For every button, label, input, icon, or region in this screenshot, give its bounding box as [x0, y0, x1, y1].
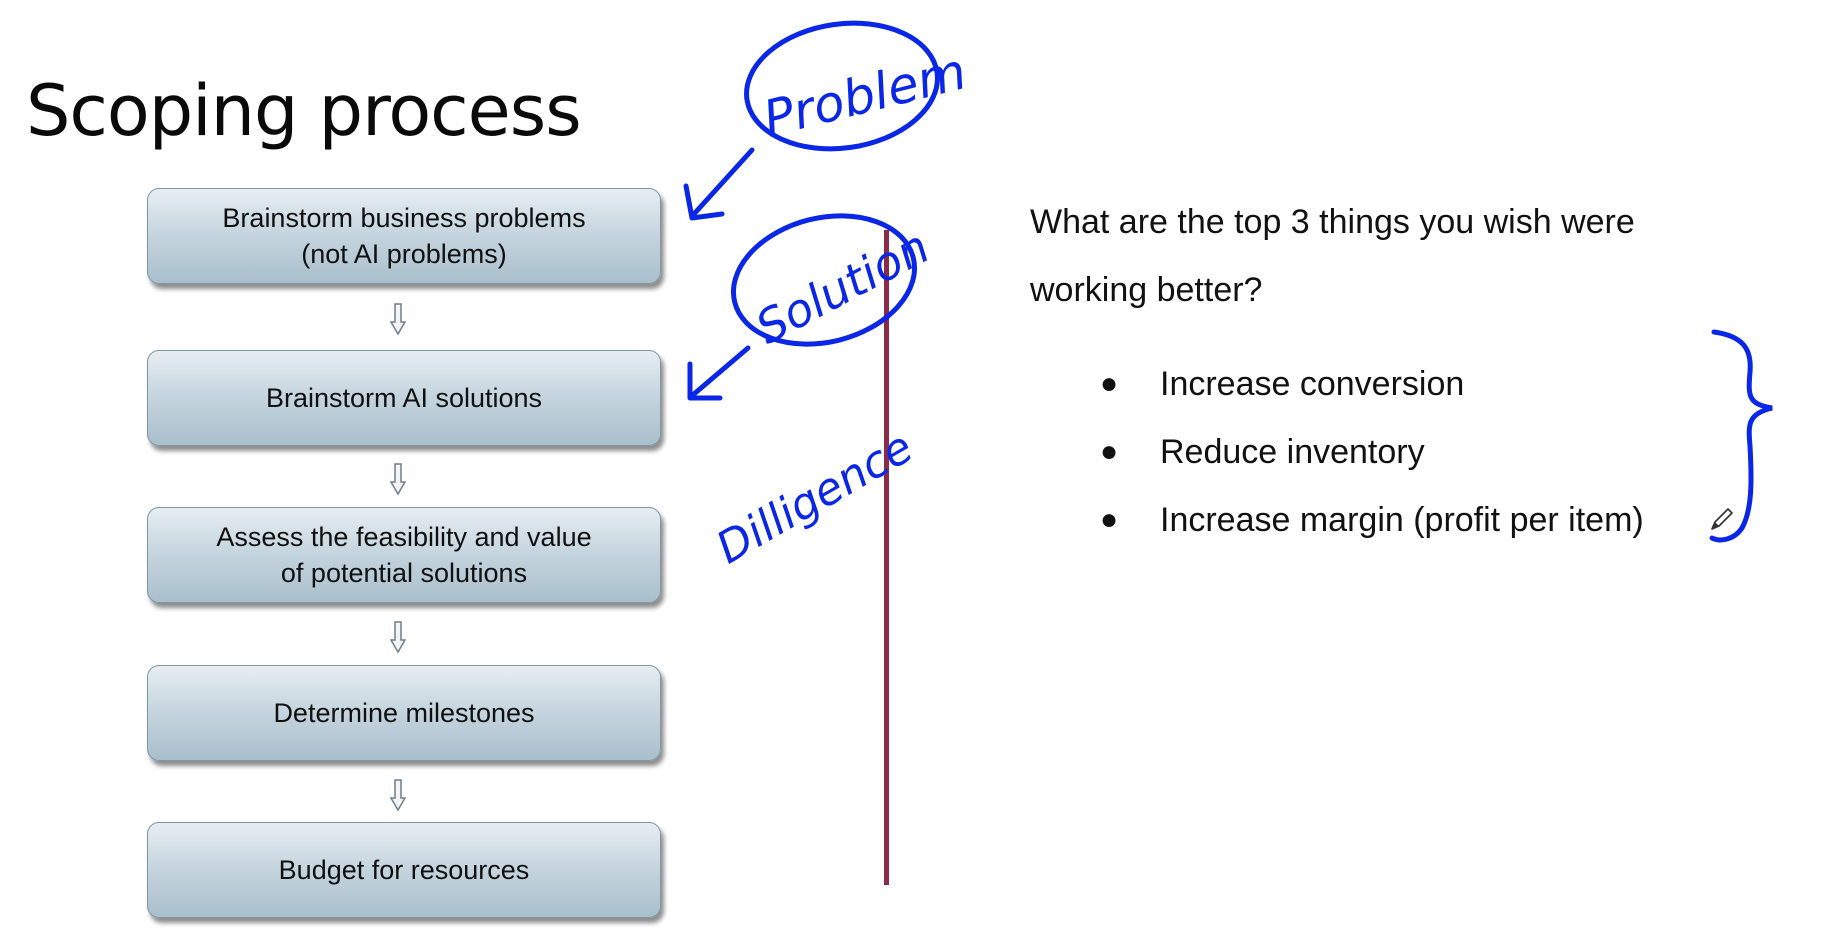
answer-text: Increase margin (profit per item): [1160, 501, 1644, 539]
question-text: What are the top 3 things you wish were …: [1030, 203, 1635, 309]
step-label: Brainstorm AI solutions: [265, 383, 543, 413]
step-assess-feasibility: Assess the feasibility and value of pote…: [147, 507, 661, 603]
answer-list: ● Increase conversion ● Reduce inventory…: [1090, 350, 1644, 554]
answer-text: Increase conversion: [1160, 365, 1465, 403]
list-item: ● Reduce inventory: [1090, 418, 1644, 486]
pen-cursor-icon: [1711, 508, 1733, 530]
step-determine-milestones: Determine milestones: [147, 665, 661, 761]
bullet-icon: ●: [1100, 435, 1119, 468]
step-label: Brainstorm business problems (not AI pro…: [222, 203, 586, 269]
step-label: Determine milestones: [273, 698, 535, 728]
list-item: ● Increase conversion: [1090, 350, 1644, 418]
step-label: Assess the feasibility and value of pote…: [216, 522, 592, 588]
answer-text: Reduce inventory: [1160, 433, 1425, 471]
step-brainstorm-business-problems: Brainstorm business problems (not AI pro…: [147, 188, 661, 284]
step-brainstorm-ai-solutions: Brainstorm AI solutions: [147, 350, 661, 446]
down-arrow-icon: [390, 463, 406, 496]
down-arrow-icon: [390, 779, 406, 812]
vertical-divider: [884, 230, 889, 885]
step-label: Budget for resources: [278, 855, 530, 885]
bullet-icon: ●: [1100, 503, 1119, 536]
bullet-icon: ●: [1100, 367, 1119, 400]
slide-title: Scoping process: [26, 70, 582, 152]
list-item: ● Increase margin (profit per item): [1090, 486, 1644, 554]
down-arrow-icon: [390, 621, 406, 654]
down-arrow-icon: [390, 303, 406, 336]
step-budget-for-resources: Budget for resources: [147, 822, 661, 918]
